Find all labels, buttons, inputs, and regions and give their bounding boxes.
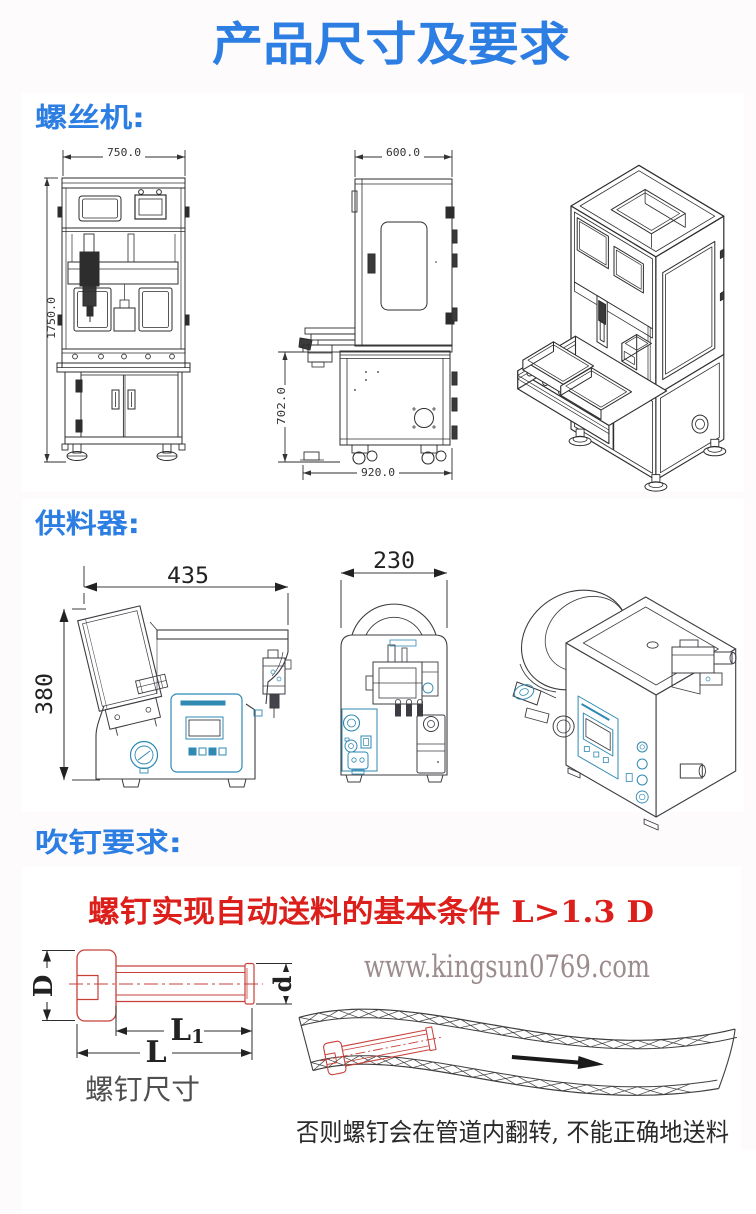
blow-panel xyxy=(22,866,741,1150)
feeder-rail-connector xyxy=(134,673,169,695)
machine-front-cabinet xyxy=(64,371,183,445)
screw-dimension-figure: D d L1 L xyxy=(29,949,297,1070)
screw-dim-L1-sub: 1 xyxy=(191,1026,204,1048)
screw-dim-L: L xyxy=(145,1035,166,1070)
screw-outline xyxy=(69,949,263,1022)
screw-dim-d: d xyxy=(268,975,297,992)
blow-headline: 螺钉实现自动送料的基本条件 L>1.3 D xyxy=(88,895,654,930)
feeder-side-vibration-disc xyxy=(351,603,437,636)
feeder-front-view: 435 380 xyxy=(33,564,292,788)
machine-side-door-handle xyxy=(367,253,376,274)
machine-isometric-view xyxy=(517,164,727,492)
machine-side-table-height-dim: 702.0 xyxy=(275,387,288,425)
machine-front-view: 750.0 1750.0 xyxy=(44,146,191,463)
feeder-control-panel xyxy=(170,693,243,773)
tube-screw xyxy=(319,1026,442,1076)
machine-front-width-dim: 750.0 xyxy=(107,146,141,159)
section-label-screw-machine: 螺丝机: xyxy=(35,103,145,134)
flow-arrow xyxy=(511,1055,604,1069)
footer-background xyxy=(22,1150,756,1214)
screw-figure-caption: 螺钉尺寸 xyxy=(85,1073,200,1106)
feeder-front-width-dim: 435 xyxy=(167,564,209,589)
screw-dim-L1-base: L xyxy=(170,1013,191,1048)
feeder-side-width-dim: 230 xyxy=(373,549,415,574)
machine-front-height-dim: 1750.0 xyxy=(45,297,58,339)
machine-front-window-left xyxy=(78,195,122,222)
machine-side-view: 600.0 702.0 920.0 xyxy=(275,146,458,480)
screw-dim-L1: L1 xyxy=(170,1013,204,1048)
machine-front-window-right xyxy=(134,189,167,220)
feeder-isometric-view xyxy=(512,589,737,831)
blow-note: 否则螺钉会在管道内翻转, 不能正确地送料 xyxy=(296,1118,729,1147)
screw-dim-D: D xyxy=(29,975,59,998)
machine-side-depth-dim: 920.0 xyxy=(361,466,395,479)
section-label-feeder: 供料器: xyxy=(34,509,140,540)
feeder-front-height-dim: 380 xyxy=(33,673,58,715)
blow-watermark: www.kingsun0769.com xyxy=(364,949,650,985)
page-title: 产品尺寸及要求 xyxy=(212,17,570,71)
feeder-pressure-gauge xyxy=(129,740,159,774)
feeder-side-view: 230 xyxy=(340,549,448,783)
machine-side-door-window xyxy=(380,221,428,311)
machine-side-width-dim: 600.0 xyxy=(386,146,420,159)
section-label-blow-requirements: 吹钉要求: xyxy=(35,828,182,859)
feeder-hopper xyxy=(77,605,163,736)
tube-figure xyxy=(298,1008,738,1096)
